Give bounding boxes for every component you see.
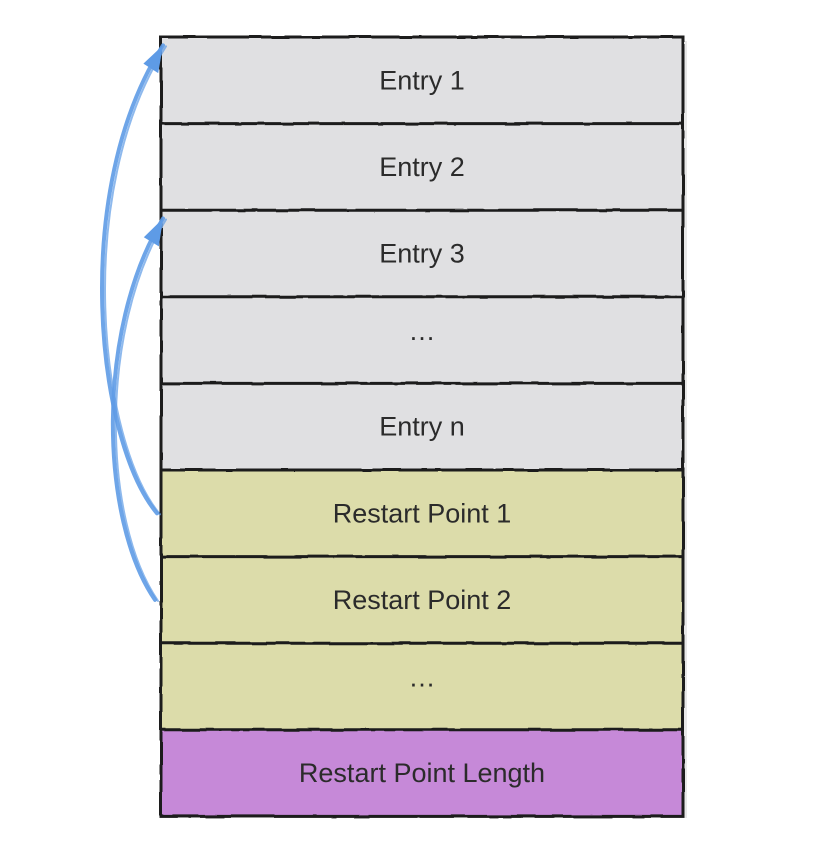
row-label-ellipsis-3: … [409, 316, 436, 346]
restart-arrow-1-stroke [104, 45, 167, 516]
row-entry-3-box [161, 296, 683, 384]
row-entry-2-box [161, 210, 683, 297]
row-entry-1-box [161, 123, 683, 211]
row-label-entry-n-4: Entry n [379, 412, 465, 442]
restart-arrow-2-head-icon [143, 218, 163, 247]
block-rows [161, 37, 683, 817]
restart-arrows [100, 43, 167, 602]
row-entry-0-box [161, 37, 683, 124]
row-labels: Entry 1 Entry 2 Entry 3 … Entry n Restart Poi… [299, 65, 545, 788]
row-entry-4-box [161, 383, 683, 470]
row-restart-7-box [161, 643, 683, 730]
row-label-restart-point-1-5: Restart Point 1 [333, 498, 512, 528]
row-restart-6-box [161, 556, 683, 644]
row-length-8-box [161, 729, 683, 817]
row-label-entry-3-2: Entry 3 [379, 239, 465, 269]
row-label-restart-point-length-8: Restart Point Length [299, 758, 545, 788]
row-label-entry-1-0: Entry 1 [379, 65, 465, 95]
block-outer-border [159, 35, 685, 818]
row-dividers [161, 122, 683, 732]
row-label-restart-point-2-6: Restart Point 2 [333, 585, 512, 615]
row-label-entry-2-1: Entry 2 [379, 152, 465, 182]
restart-arrow-1-head-icon [143, 45, 163, 74]
row-restart-5-box [161, 470, 683, 557]
restart-arrow-2-stroke [114, 218, 167, 602]
restart-arrow-1-stroke [100, 43, 165, 516]
restart-arrow-2-stroke [110, 216, 165, 602]
row-label-ellipsis-7: … [409, 663, 436, 693]
